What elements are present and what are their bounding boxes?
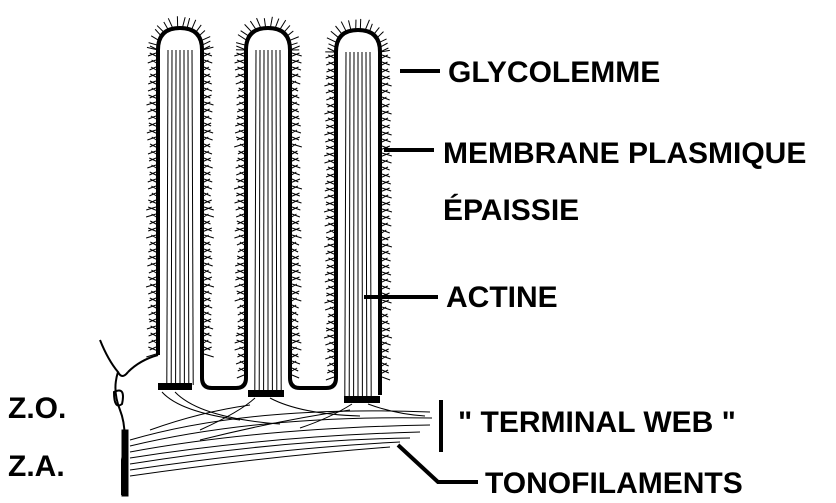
label-membrane-plasmique: MEMBRANE PLASMIQUE [443,137,806,170]
cell-junction-zone [100,340,158,496]
plasma-membrane-outline [158,28,380,395]
label-za: Z.A. [8,450,65,483]
label-tonofilaments: TONOFILAMENTS [485,467,743,500]
label-actine: ACTINE [446,281,558,314]
terminal-web-fibers [130,392,432,476]
rootlet-plaques [158,383,380,403]
label-zo: Z.O. [8,392,66,425]
glycocalyx-fuzz [146,16,392,380]
label-epaissie: ÉPAISSIE [443,193,579,227]
actin-filament-bundles [167,50,371,398]
label-glycolemme: GLYCOLEMME [448,56,660,89]
label-terminal-web: " TERMINAL WEB " [458,406,736,439]
